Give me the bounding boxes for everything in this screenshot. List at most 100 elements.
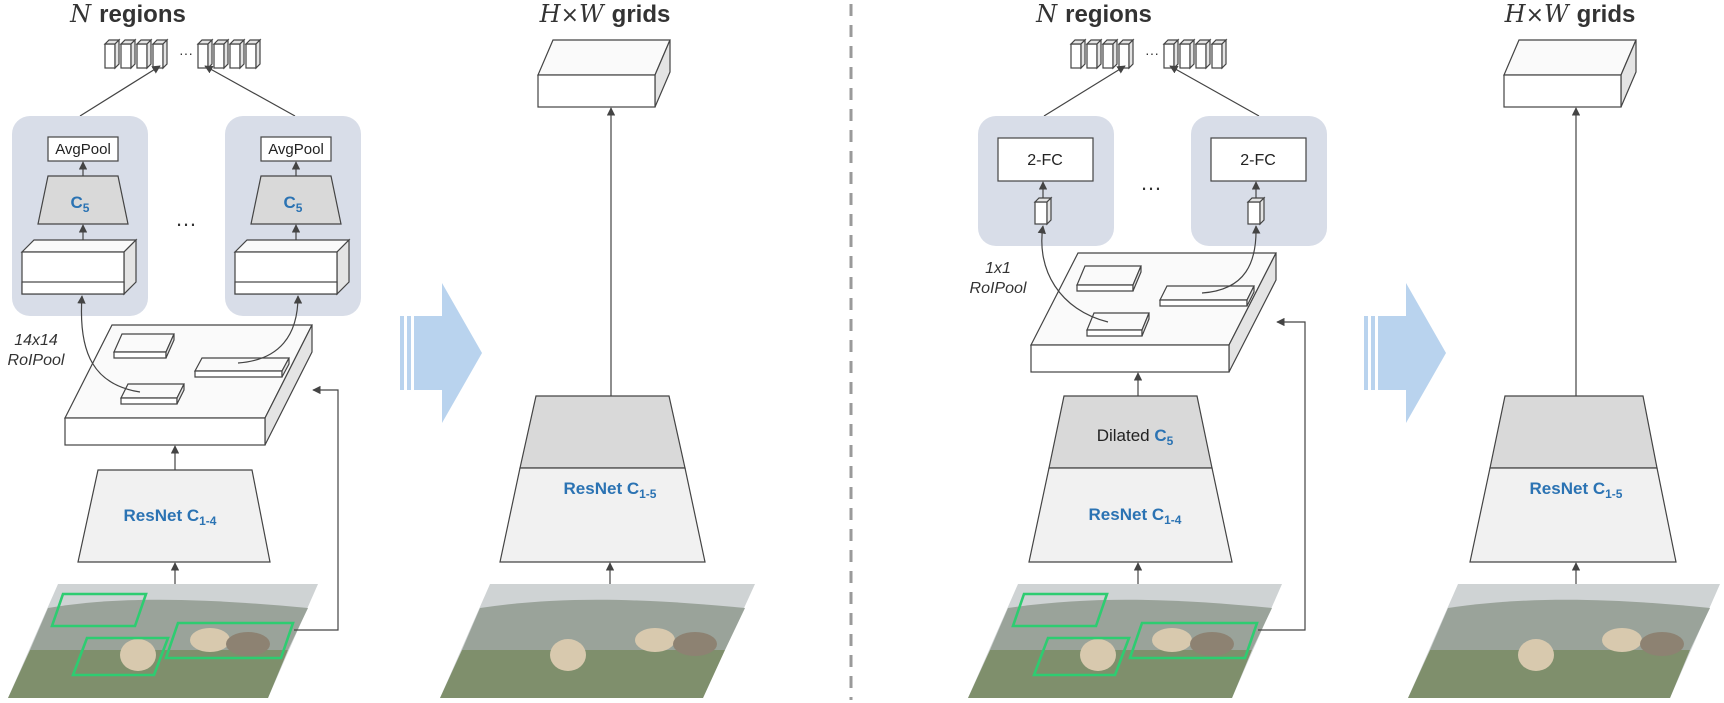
arrow-image-to-map: [294, 385, 339, 631]
vector-cube: [1085, 38, 1103, 70]
roi-crop: [1076, 265, 1142, 292]
arrow-crop-to-head1: [77, 295, 141, 393]
heads-ellipsis: …: [175, 206, 197, 231]
arrow-crop-to-head1: [1037, 225, 1109, 323]
avgpool-box: [260, 136, 332, 162]
roi-feature-slab: [20, 238, 138, 296]
arrow-head1-to-vectors: [79, 65, 161, 117]
transition-arrow-1: [400, 283, 482, 423]
resnet-c14-label: ResNet C1-4: [124, 506, 217, 528]
roi-crop: [1159, 285, 1255, 307]
input-image-with-rois: [968, 584, 1282, 698]
arrow-head2-to-vectors: [1169, 65, 1260, 117]
roi-crop: [1086, 312, 1150, 337]
c5-block: [37, 175, 129, 225]
avgpool-box: [47, 136, 119, 162]
roipool-1-label-line1: 1x1: [985, 260, 1011, 277]
vector-cube: [1210, 38, 1228, 70]
pooled-vector: [1246, 196, 1266, 226]
vectors-ellipsis: ···: [1145, 45, 1159, 61]
vector-cube: [1194, 38, 1212, 70]
vector-cube: [212, 38, 230, 70]
sheep: [190, 628, 230, 652]
c5-stage-block: [519, 395, 686, 469]
vector-cube: [1101, 38, 1119, 70]
dilated-c5-label: Dilated C5: [1097, 426, 1174, 448]
roi-crop: [120, 383, 185, 405]
vector-cube: [135, 38, 153, 70]
arrow-head1-to-vectors: [1043, 65, 1126, 117]
c5-stage-block: [1489, 395, 1658, 469]
c5-block: [250, 175, 342, 225]
vectors-ellipsis: ···: [179, 45, 193, 61]
roi-crop: [193, 357, 291, 378]
roi-box: [50, 592, 148, 628]
vector-cube: [119, 38, 137, 70]
sheep: [1640, 632, 1684, 656]
c5-label: C5: [71, 193, 90, 215]
resnet-c14-block: [1028, 467, 1233, 563]
resnet-c15-block: [499, 467, 706, 563]
roi-feature-slab: [233, 238, 351, 296]
input-image: [440, 584, 755, 698]
region-head-2: AvgPool C5: [225, 116, 361, 316]
roi-box: [1032, 636, 1131, 677]
fc-box: [1210, 137, 1307, 182]
sheep: [1152, 628, 1192, 652]
vector-cube: [1069, 38, 1087, 70]
roi-box: [71, 636, 170, 677]
grid-feature-map: [537, 39, 671, 108]
region-vectors: ···: [1069, 38, 1228, 70]
avgpool-label: AvgPool: [55, 141, 111, 158]
region-vectors: ···: [103, 38, 262, 70]
sheep: [673, 632, 717, 656]
transition-arrow-2: [1364, 283, 1446, 423]
pooled-vector: [1033, 196, 1053, 226]
roipool-14-label-line1: 14x14: [14, 332, 58, 349]
sheep: [550, 639, 586, 671]
sheep: [120, 639, 156, 671]
fc-label: 2-FC: [1027, 152, 1063, 169]
heads-ellipsis: …: [1140, 170, 1162, 195]
grid-feature-map: [1503, 39, 1637, 108]
roi-box: [1128, 621, 1259, 660]
avgpool-label: AvgPool: [268, 141, 324, 158]
vector-cube: [244, 38, 262, 70]
sheep: [226, 632, 270, 656]
resnet-c15-label: ResNet C1-5: [1530, 479, 1623, 501]
roi-box: [164, 621, 295, 660]
roipool-1-label-line2: RoIPool: [970, 280, 1027, 297]
roipool-14-label-line2: RoIPool: [8, 352, 65, 369]
vector-cube: [228, 38, 246, 70]
sheep: [635, 628, 675, 652]
feature-map-c4: [64, 324, 313, 446]
arrow-image-to-map: [1258, 317, 1306, 631]
sheep: [1080, 639, 1116, 671]
resnet-c15-block: [1469, 467, 1677, 563]
fc-label: 2-FC: [1240, 152, 1276, 169]
arrow-head2-to-vectors: [204, 65, 296, 117]
feature-map-dilated: [1030, 252, 1277, 373]
arrow-crop-to-head2: [1201, 225, 1261, 294]
vector-cube: [151, 38, 169, 70]
vector-cube: [196, 38, 214, 70]
vector-cube: [103, 38, 121, 70]
resnet-c15-label: ResNet C1-5: [564, 479, 657, 501]
vector-cube: [1162, 38, 1180, 70]
fc-box: [997, 137, 1094, 182]
resnet-c14-block: [77, 469, 271, 563]
c5-label: C5: [284, 193, 303, 215]
vector-cube: [1117, 38, 1135, 70]
input-image: [1408, 584, 1720, 698]
roi-crop: [113, 333, 175, 359]
input-image-with-rois: [8, 584, 318, 698]
vector-cube: [1178, 38, 1196, 70]
sheep: [1602, 628, 1642, 652]
